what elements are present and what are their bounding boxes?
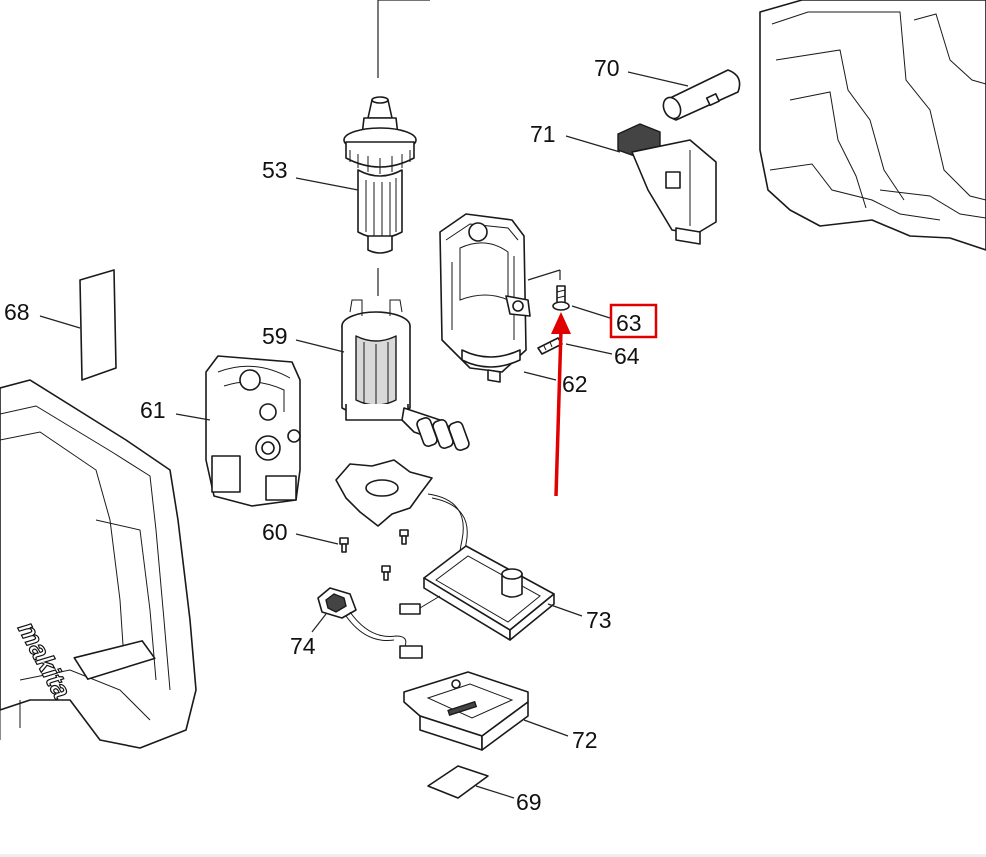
part-62-motor-housing xyxy=(439,213,531,383)
part-69-label xyxy=(427,765,515,799)
label-70: 70 xyxy=(594,55,620,81)
indicator-arrow xyxy=(551,312,571,497)
housing-half-left xyxy=(0,379,197,749)
highlight-box-63: 63 xyxy=(609,303,658,339)
part-73-controller xyxy=(335,459,583,641)
label-72: 72 xyxy=(572,727,598,753)
terminal-connectors xyxy=(416,417,470,451)
part-59-stator xyxy=(341,299,470,451)
part-64-pin xyxy=(537,337,613,355)
label-61: 61 xyxy=(140,397,166,423)
part-63-screw xyxy=(527,269,611,319)
label-74: 74 xyxy=(290,633,316,659)
part-71-switch xyxy=(565,123,717,245)
label-60: 60 xyxy=(262,519,288,545)
label-62: 62 xyxy=(562,371,588,397)
part-53-armature xyxy=(343,0,430,296)
label-59: 59 xyxy=(262,323,288,349)
label-71: 71 xyxy=(530,121,556,147)
label-64: 64 xyxy=(614,343,640,369)
part-70-cap xyxy=(627,69,741,121)
part-72-terminal xyxy=(403,671,569,751)
part-74-harness xyxy=(311,587,423,659)
label-53: 53 xyxy=(262,157,288,183)
part-60-screws xyxy=(295,529,409,581)
bottom-edge xyxy=(0,854,986,857)
label-63: 63 xyxy=(616,310,642,336)
label-73: 73 xyxy=(586,607,612,633)
label-68: 68 xyxy=(4,299,30,325)
label-69: 69 xyxy=(516,789,542,815)
part-61-bracket xyxy=(205,355,301,507)
housing-half-right xyxy=(759,0,986,251)
part-68-nameplate xyxy=(39,269,117,381)
